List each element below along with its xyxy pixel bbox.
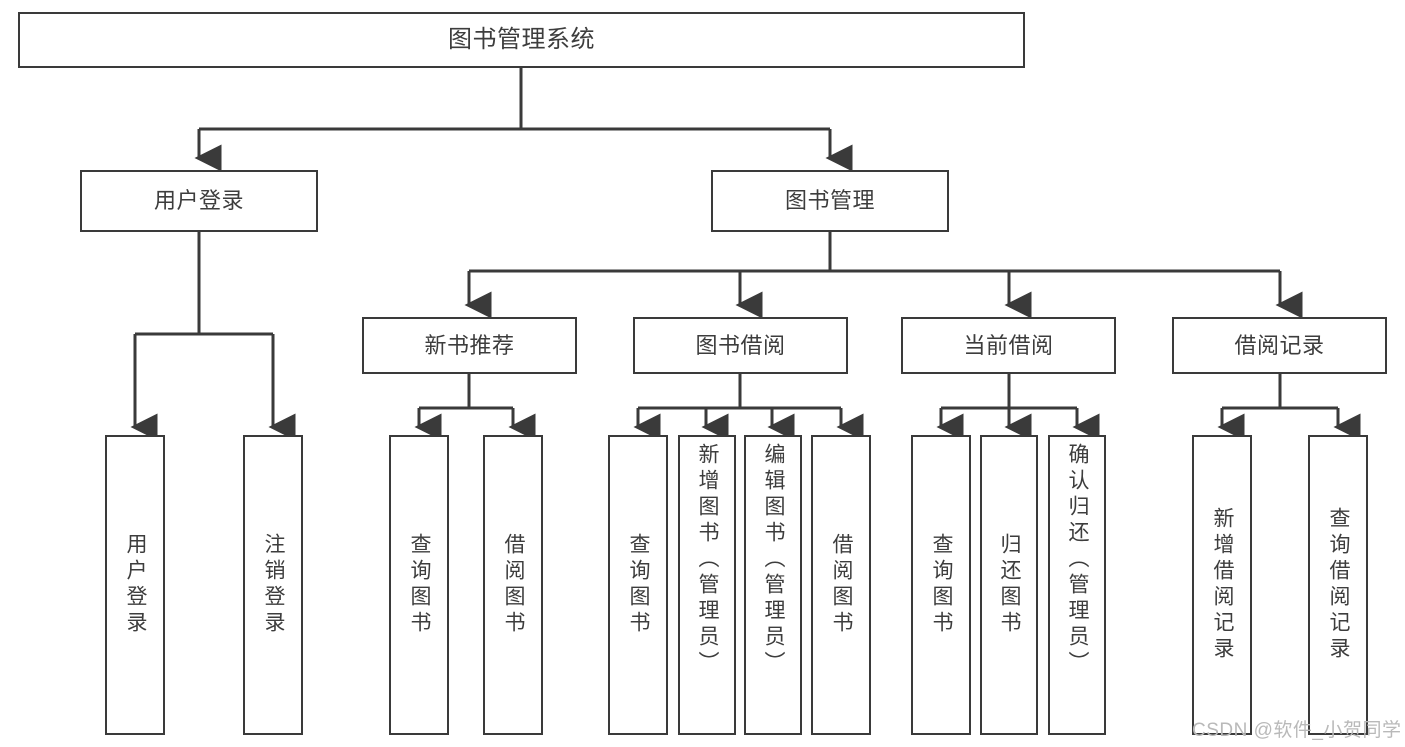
node-borrow-record[interactable]: 借阅记录 [1172,317,1387,374]
node-root-system[interactable]: 图书管理系统 [18,12,1025,68]
leaf-add-book-admin[interactable]: 新增图书（管理员） [678,435,736,735]
leaf-confirm-return-admin[interactable]: 确认归还（管理员） [1048,435,1106,735]
node-label: 图书借阅 [695,332,786,358]
node-label: 新增图书（管理员） [696,443,720,677]
node-current-borrow[interactable]: 当前借阅 [901,317,1116,374]
node-label: 图书管理系统 [448,25,595,53]
node-label: 用户登录 [153,188,244,214]
csdn-watermark: CSDN @软件_小贺同学 [1192,720,1402,741]
leaf-add-borrow-record[interactable]: 新增借阅记录 [1192,435,1252,735]
node-label: 查询图书 [408,533,432,637]
node-label: 查询图书 [627,533,651,637]
node-label: 借阅记录 [1234,332,1325,358]
leaf-query-book-newbook[interactable]: 查询图书 [389,435,449,735]
node-label: 新书推荐 [424,332,515,358]
node-label: 归还图书 [998,533,1022,637]
leaf-query-borrow-record[interactable]: 查询借阅记录 [1308,435,1368,735]
leaf-edit-book-admin[interactable]: 编辑图书（管理员） [744,435,802,735]
node-label: 查询图书 [930,533,954,637]
leaf-logout[interactable]: 注销登录 [243,435,303,735]
node-label: 编辑图书（管理员） [762,443,786,677]
node-new-book-recommend[interactable]: 新书推荐 [362,317,577,374]
node-label: 借阅图书 [502,533,526,637]
leaf-query-book-borrow[interactable]: 查询图书 [608,435,668,735]
node-label: 当前借阅 [963,332,1054,358]
leaf-borrow-book-newbook[interactable]: 借阅图书 [483,435,543,735]
node-user-login[interactable]: 用户登录 [80,170,318,232]
node-label: 图书管理 [784,188,875,214]
node-book-management[interactable]: 图书管理 [711,170,949,232]
node-label: 注销登录 [262,533,286,637]
node-label: 新增借阅记录 [1211,507,1235,663]
leaf-query-book-current[interactable]: 查询图书 [911,435,971,735]
node-book-borrow[interactable]: 图书借阅 [633,317,848,374]
leaf-borrow-book[interactable]: 借阅图书 [811,435,871,735]
node-label: 用户登录 [124,533,148,637]
node-label: 查询借阅记录 [1327,507,1351,663]
node-label: 借阅图书 [830,533,854,637]
node-label: 确认归还（管理员） [1066,443,1090,677]
leaf-user-login[interactable]: 用户登录 [105,435,165,735]
leaf-return-book[interactable]: 归还图书 [980,435,1038,735]
